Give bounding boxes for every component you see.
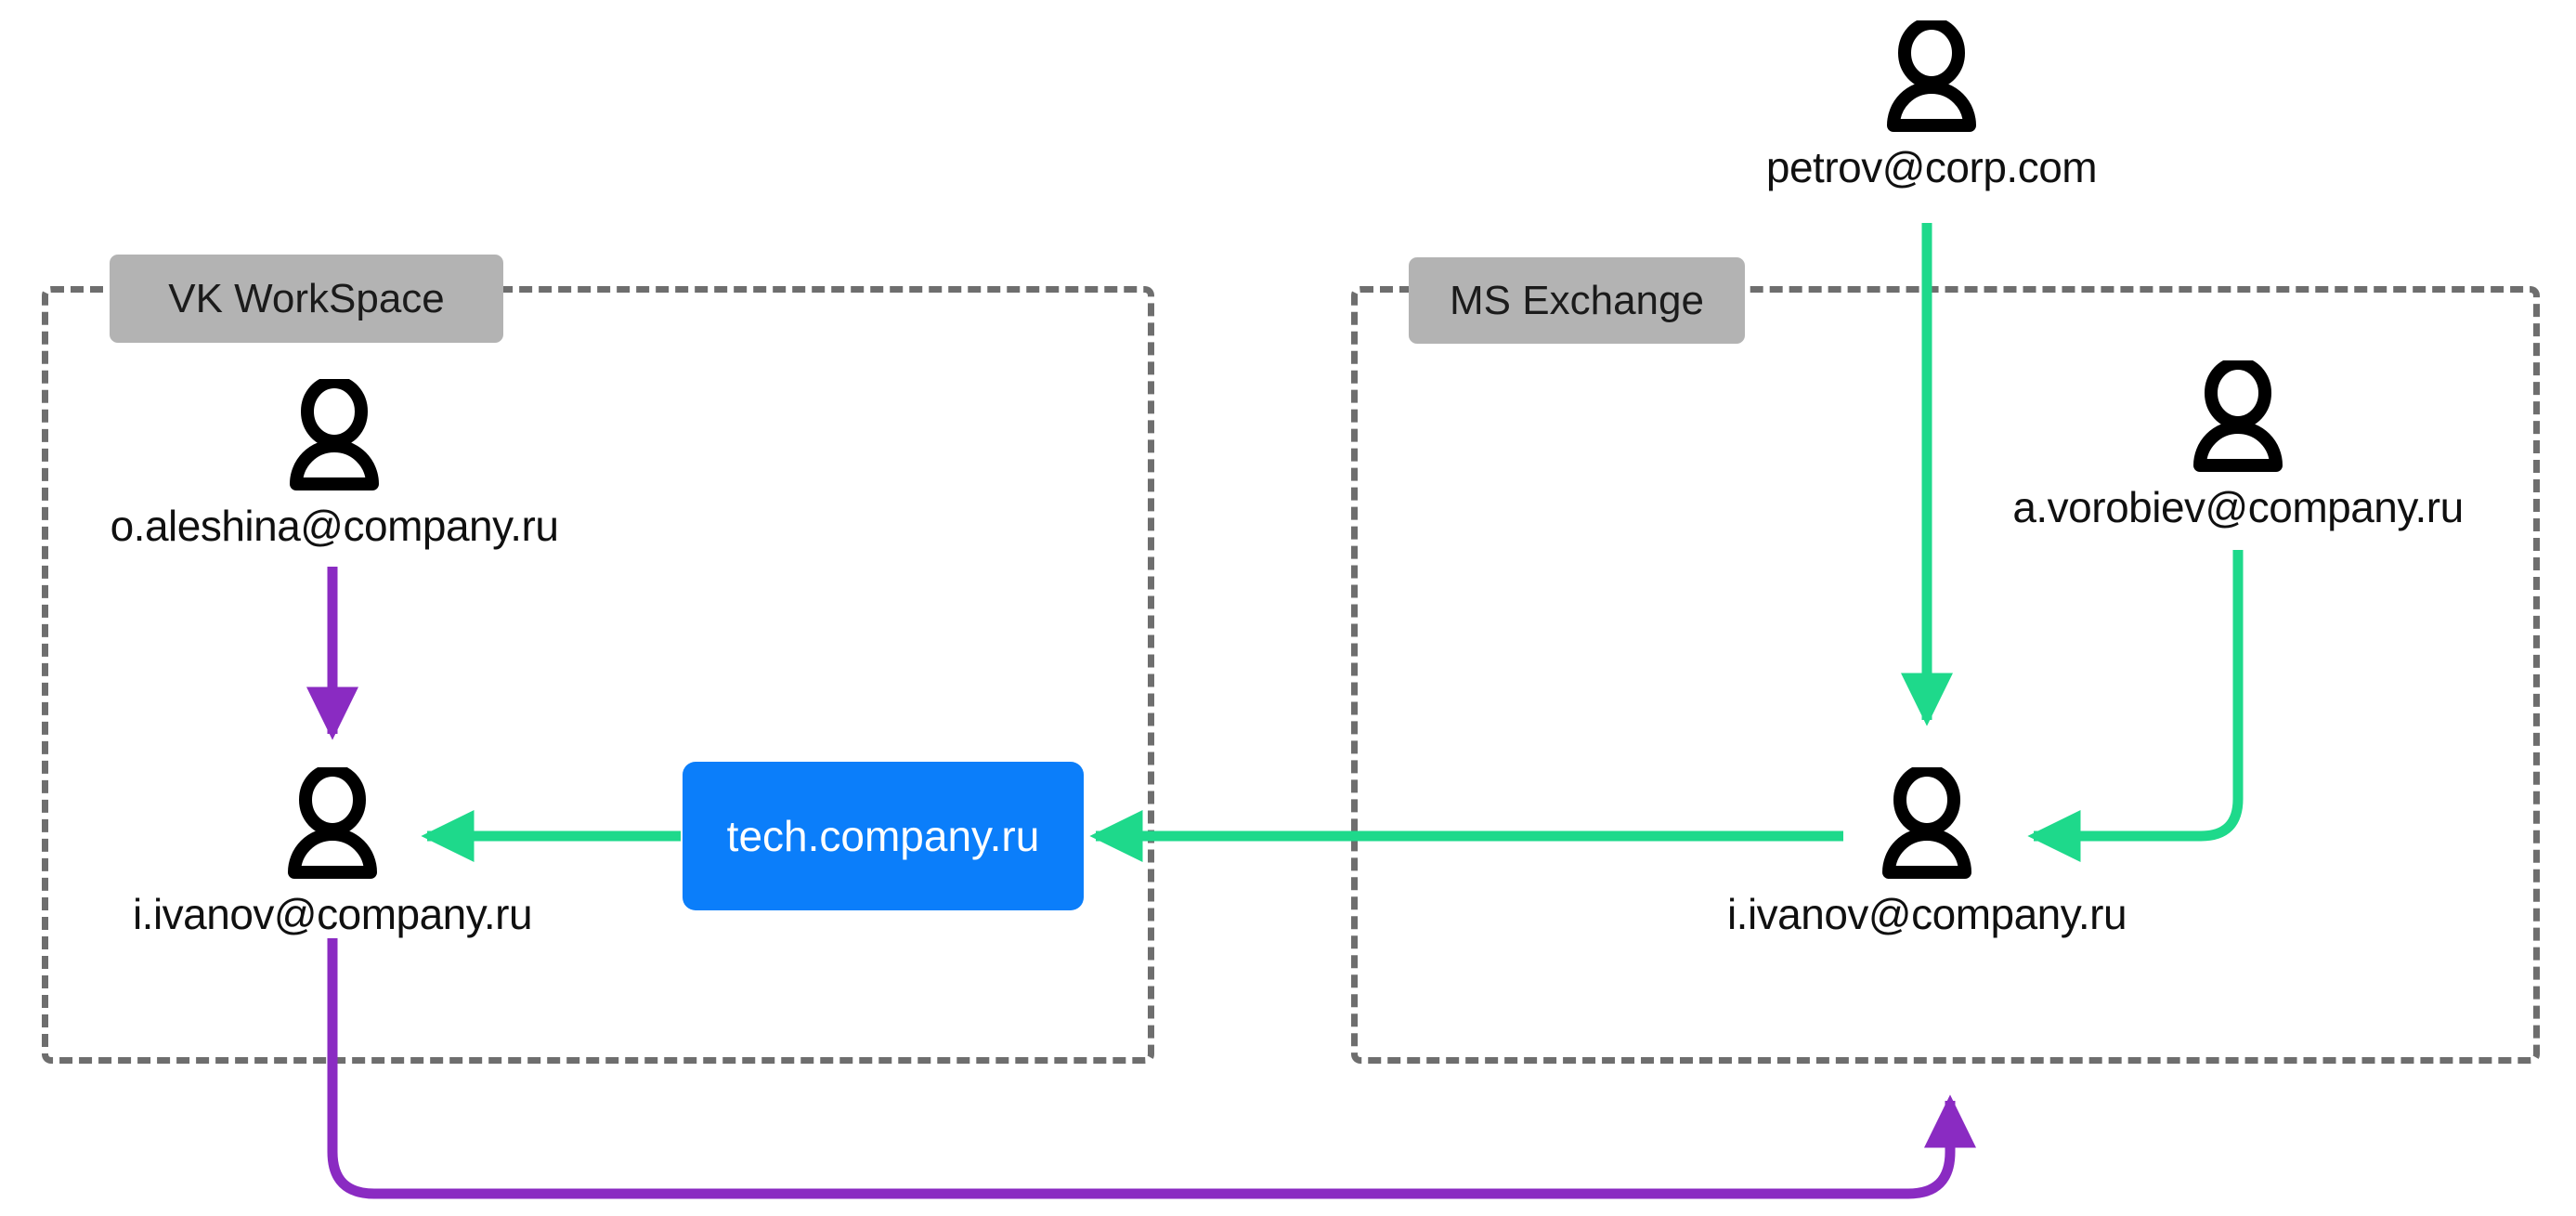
person-vorobiev[interactable]: a.vorobiev@company.ru [1987,357,2489,532]
node-tech-company-ru-label: tech.company.ru [726,812,1040,860]
person-ivanov-exchange[interactable]: i.ivanov@company.ru [1676,764,2178,939]
person-icon [1885,17,1978,137]
person-icon [1880,764,1973,883]
person-petrov[interactable]: petrov@corp.com [1746,17,2117,192]
node-tech-company-ru[interactable]: tech.company.ru [683,762,1084,910]
person-aleshina[interactable]: o.aleshina@company.ru [84,375,585,551]
zone-label-ms-exchange-text: MS Exchange [1450,277,1704,323]
person-label: o.aleshina@company.ru [110,502,559,550]
person-label: i.ivanov@company.ru [1726,890,2127,938]
person-icon [2192,357,2284,477]
zone-label-ms-exchange: MS Exchange [1409,257,1745,344]
zone-label-vk-workspace-text: VK WorkSpace [168,275,445,321]
person-label: i.ivanov@company.ru [132,890,533,938]
person-icon [286,764,379,883]
zone-label-vk-workspace: VK WorkSpace [110,255,503,343]
person-icon [288,375,381,495]
person-label: a.vorobiev@company.ru [2012,483,2464,531]
person-ivanov-vk[interactable]: i.ivanov@company.ru [82,764,583,939]
person-label: petrov@corp.com [1765,143,2098,191]
